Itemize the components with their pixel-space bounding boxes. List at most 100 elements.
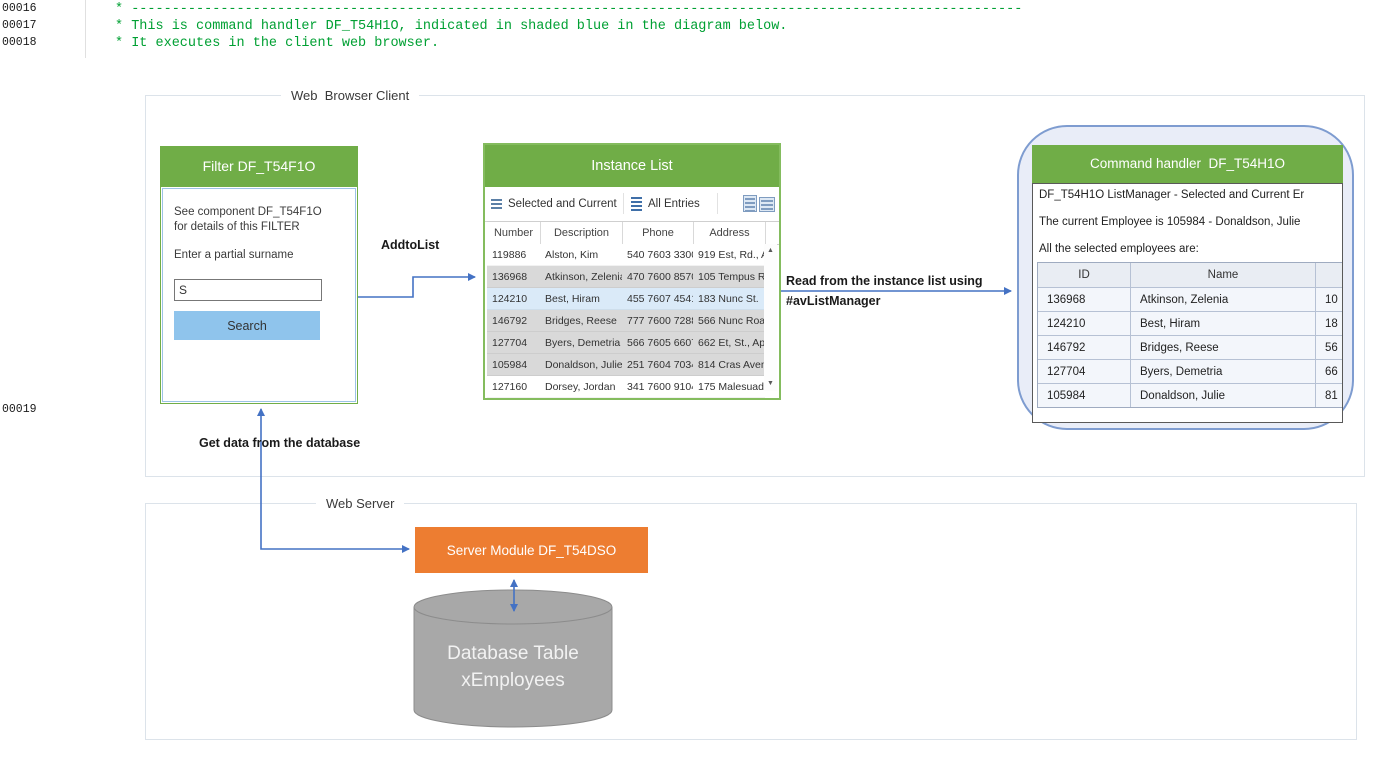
cell-address: 183 Nunc St. [698,292,759,305]
cell-number: 127704 [492,336,528,349]
read-instance-list-label-line1: Read from the instance list using [786,274,983,288]
cell-id: 105984 [1038,384,1131,407]
row-view-icon[interactable] [759,197,775,212]
code-comment-line: * It executes in the client web browser. [115,36,440,51]
filter-description: See component DF_T54F1O for details of t… [174,205,322,234]
tab-separator [623,193,624,214]
line-number: 00018 [2,36,37,49]
instance-row[interactable]: 119886 Alston, Kim 540 7603 3300 919 Est, R… [487,244,765,266]
command-handler-content: DF_T54H1O ListManager - Selected and Cur… [1032,183,1343,423]
cell-description: Best, Hiram [545,292,600,305]
column-header-phone[interactable]: Phone [622,222,693,244]
cell-address: 662 Et, St., Apt [698,336,765,349]
cell-id: 146792 [1038,336,1131,359]
surname-prompt: Enter a partial surname [174,249,294,261]
cell-description: Alston, Kim [545,248,599,261]
instance-list-header-row: Number Description Phone Address [487,221,779,245]
web-browser-client-label: Web Browser Client [281,88,420,104]
cell-name: Best, Hiram [1131,312,1316,335]
web-server-label: Web Server [316,496,405,512]
cell-description: Byers, Demetria [545,336,621,349]
cell-number: 119886 [492,248,527,261]
filter-panel-body: See component DF_T54F1O for details of t… [160,186,358,404]
instance-row[interactable]: 124210 Best, Hiram 455 7607 4541 183 Nunc S… [487,288,765,310]
tab-label: All Entries [648,197,700,210]
scroll-down-icon[interactable]: ▼ [767,380,774,387]
column-header-address[interactable]: Address [693,222,765,244]
command-handler-title: Command handler DF_T54H1O [1032,145,1343,183]
database-label-line2: xEmployees [461,670,565,691]
line-number: 00017 [2,19,37,32]
cell-description: Bridges, Reese [545,314,617,327]
tab-label: Selected and Current [508,197,617,210]
cell-number: 127160 [492,380,528,393]
cell-id: 127704 [1038,360,1131,383]
server-module-box: Server Module DF_T54DSO [415,527,648,573]
cell-number: 136968 [492,270,528,283]
cell-phone: 470 7600 8570 [627,270,693,283]
instance-list-panel: Instance List Selected and Current All E… [483,143,781,400]
column-header-number[interactable]: Number [493,227,534,239]
filter-description-line1: See component DF_T54F1O [174,206,322,218]
instance-list-tabbar: Selected and Current All Entries [485,187,779,222]
database-label-line1: Database Table [447,643,579,664]
cell-name: Bridges, Reese [1131,336,1316,359]
cell-address: 566 Nunc Road [698,314,765,327]
cell-phone: 251 7604 7034 [627,358,693,371]
column-header-name: Name [1131,263,1316,287]
cell-extra: 56 [1316,336,1342,359]
cell-id: 124210 [1038,312,1131,335]
handler-text-line3: All the selected employees are: [1039,243,1199,255]
get-data-label: Get data from the database [199,436,361,450]
list-lines-icon [491,197,502,211]
instance-list-title: Instance List [485,145,779,187]
cell-name: Donaldson, Julie [1131,384,1316,407]
cell-id: 136968 [1038,288,1131,311]
cell-extra: 66 [1316,360,1342,383]
cell-phone: 540 7603 3300 [627,248,693,261]
filter-panel-title: Filter DF_T54F1O [160,146,358,186]
web-browser-client-group [145,95,1365,477]
column-header-scroll-spacer [765,222,778,244]
line-number: 00019 [2,403,37,416]
list-lines-icon [631,195,642,213]
code-comment-line: * --------------------------------------… [115,2,1023,17]
cell-phone: 341 7600 9104 [627,380,693,393]
web-server-group [145,503,1357,740]
tab-all-entries[interactable]: All Entries [631,187,700,220]
cell-address: 919 Est, Rd., Ap [698,248,765,261]
scrollbar[interactable]: ▲ ▼ [764,244,777,391]
selected-employees-header-row: ID Name [1038,263,1342,287]
column-header-extra [1316,263,1342,287]
column-header-description[interactable]: Description [540,222,622,244]
line-number: 00016 [2,2,37,15]
cell-name: Byers, Demetria [1131,360,1316,383]
cell-number: 124210 [492,292,528,305]
tab-selected-and-current[interactable]: Selected and Current [491,187,617,220]
surname-input[interactable] [174,279,322,301]
column-header-id: ID [1038,263,1131,287]
cell-phone: 455 7607 4541 [627,292,693,305]
detail-view-icon[interactable] [743,195,757,212]
handler-text-line2: The current Employee is 105984 - Donalds… [1039,216,1301,228]
cell-extra: 18 [1316,312,1342,335]
scroll-up-icon[interactable]: ▲ [767,247,774,254]
search-button[interactable]: Search [174,311,320,340]
cell-description: Donaldson, Julie [545,358,622,371]
filter-panel-inner-border [162,188,356,402]
code-comment-line: * This is command handler DF_T54H1O, ind… [115,19,788,34]
gutter-separator [85,0,86,58]
cell-address: 105 Tempus Rd [698,270,765,283]
cell-number: 105984 [492,358,528,371]
